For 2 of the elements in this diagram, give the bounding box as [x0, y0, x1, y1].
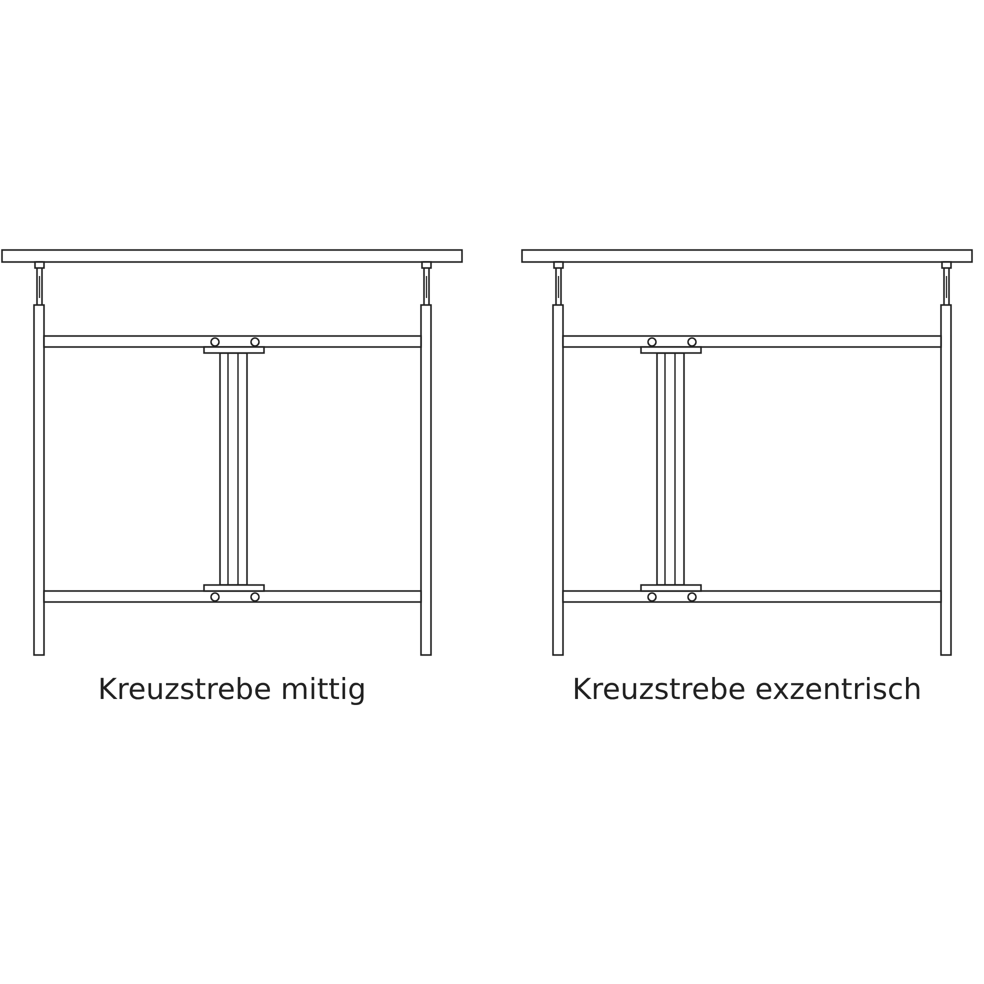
caption: Kreuzstrebe exzentrisch: [571, 672, 923, 706]
caption: Kreuzstrebe mittig: [96, 672, 368, 706]
